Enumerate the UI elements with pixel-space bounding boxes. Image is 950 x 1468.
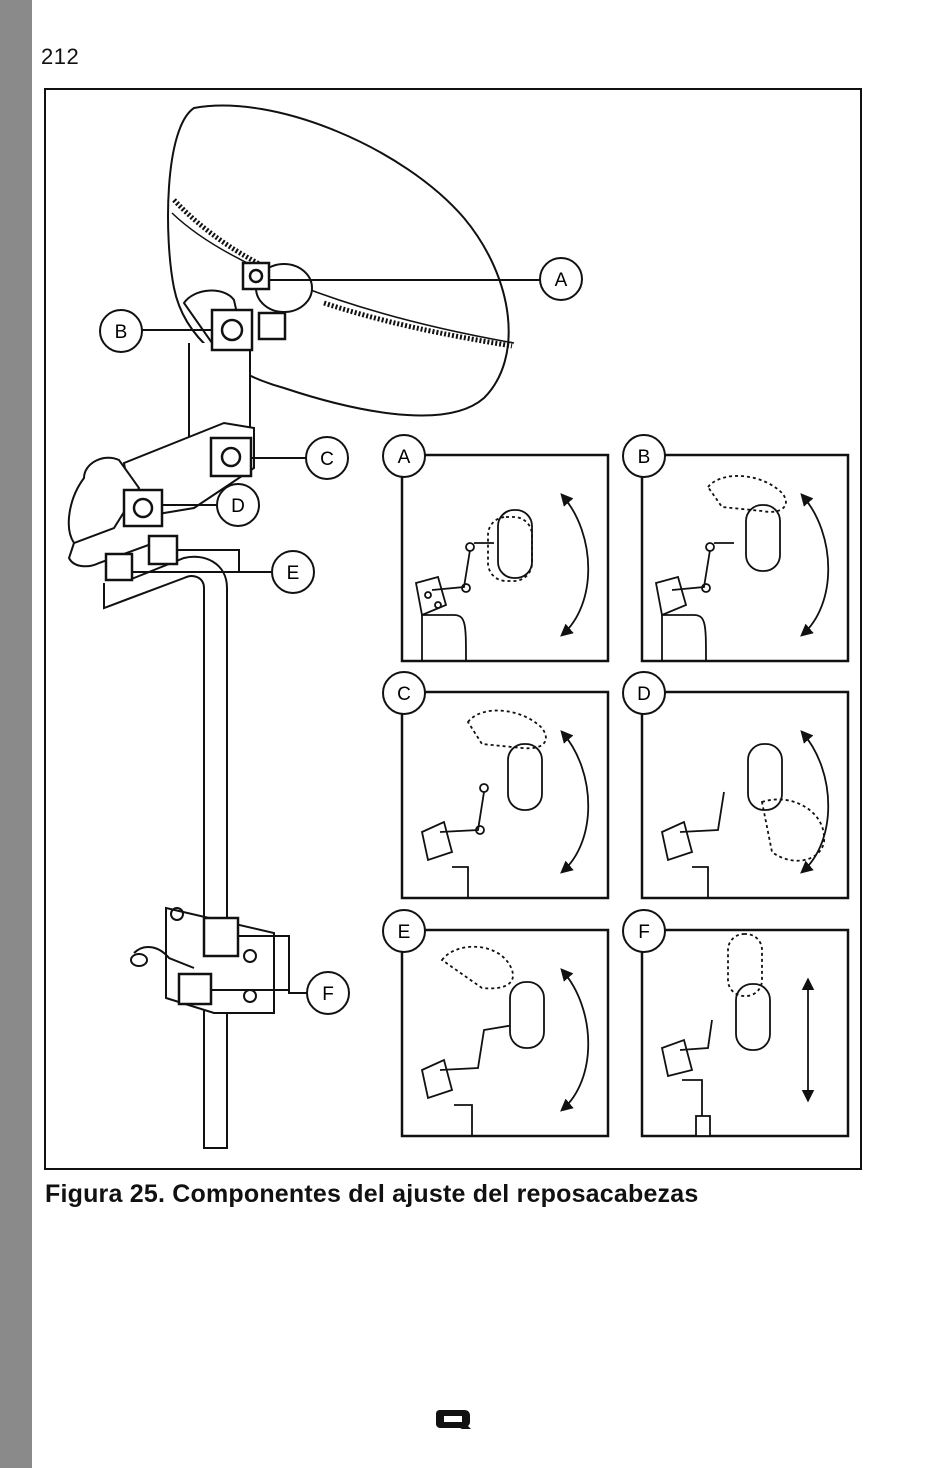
svg-text:D: D	[231, 496, 245, 517]
figure-caption: Figura 25. Componentes del ajuste del re…	[45, 1180, 699, 1208]
callout-f: F	[306, 971, 350, 1015]
q-logo-icon	[436, 1410, 471, 1429]
side-margin-bar	[0, 0, 32, 1468]
detail-panel-d	[640, 690, 850, 900]
detail-panel-f	[640, 928, 850, 1138]
callout-a: A	[539, 257, 583, 301]
callout-b: B	[99, 309, 143, 353]
leader-lines	[132, 279, 540, 994]
main-callouts: A B C D E F	[99, 257, 583, 1015]
detail-panel-a	[400, 453, 610, 663]
panel-label-c: C	[382, 671, 426, 715]
svg-text:C: C	[397, 684, 411, 705]
detail-panel-c	[400, 690, 610, 900]
svg-text:F: F	[638, 922, 650, 943]
svg-text:E: E	[398, 922, 411, 943]
svg-text:B: B	[638, 447, 651, 468]
panel-labels: A B C D E F	[382, 434, 666, 953]
callout-d: D	[216, 483, 260, 527]
svg-text:A: A	[555, 270, 568, 291]
svg-text:B: B	[115, 322, 128, 343]
svg-text:A: A	[398, 447, 411, 468]
panel-label-d: D	[622, 671, 666, 715]
page-number: 212	[41, 44, 80, 69]
panel-label-f: F	[622, 909, 666, 953]
headrest-figure: A B C D E F	[67, 104, 850, 1149]
panel-label-e: E	[382, 909, 426, 953]
svg-text:F: F	[322, 984, 334, 1005]
detail-panel-e	[400, 928, 610, 1138]
svg-text:C: C	[320, 449, 334, 470]
svg-text:D: D	[637, 684, 651, 705]
svg-text:E: E	[287, 563, 300, 584]
detail-panel-b	[640, 453, 850, 663]
adjustment-points	[104, 261, 287, 1006]
panel-label-a: A	[382, 434, 426, 478]
panel-label-b: B	[622, 434, 666, 478]
figure-frame	[44, 88, 862, 1170]
callout-c: C	[305, 436, 349, 480]
callout-e: E	[271, 550, 315, 594]
